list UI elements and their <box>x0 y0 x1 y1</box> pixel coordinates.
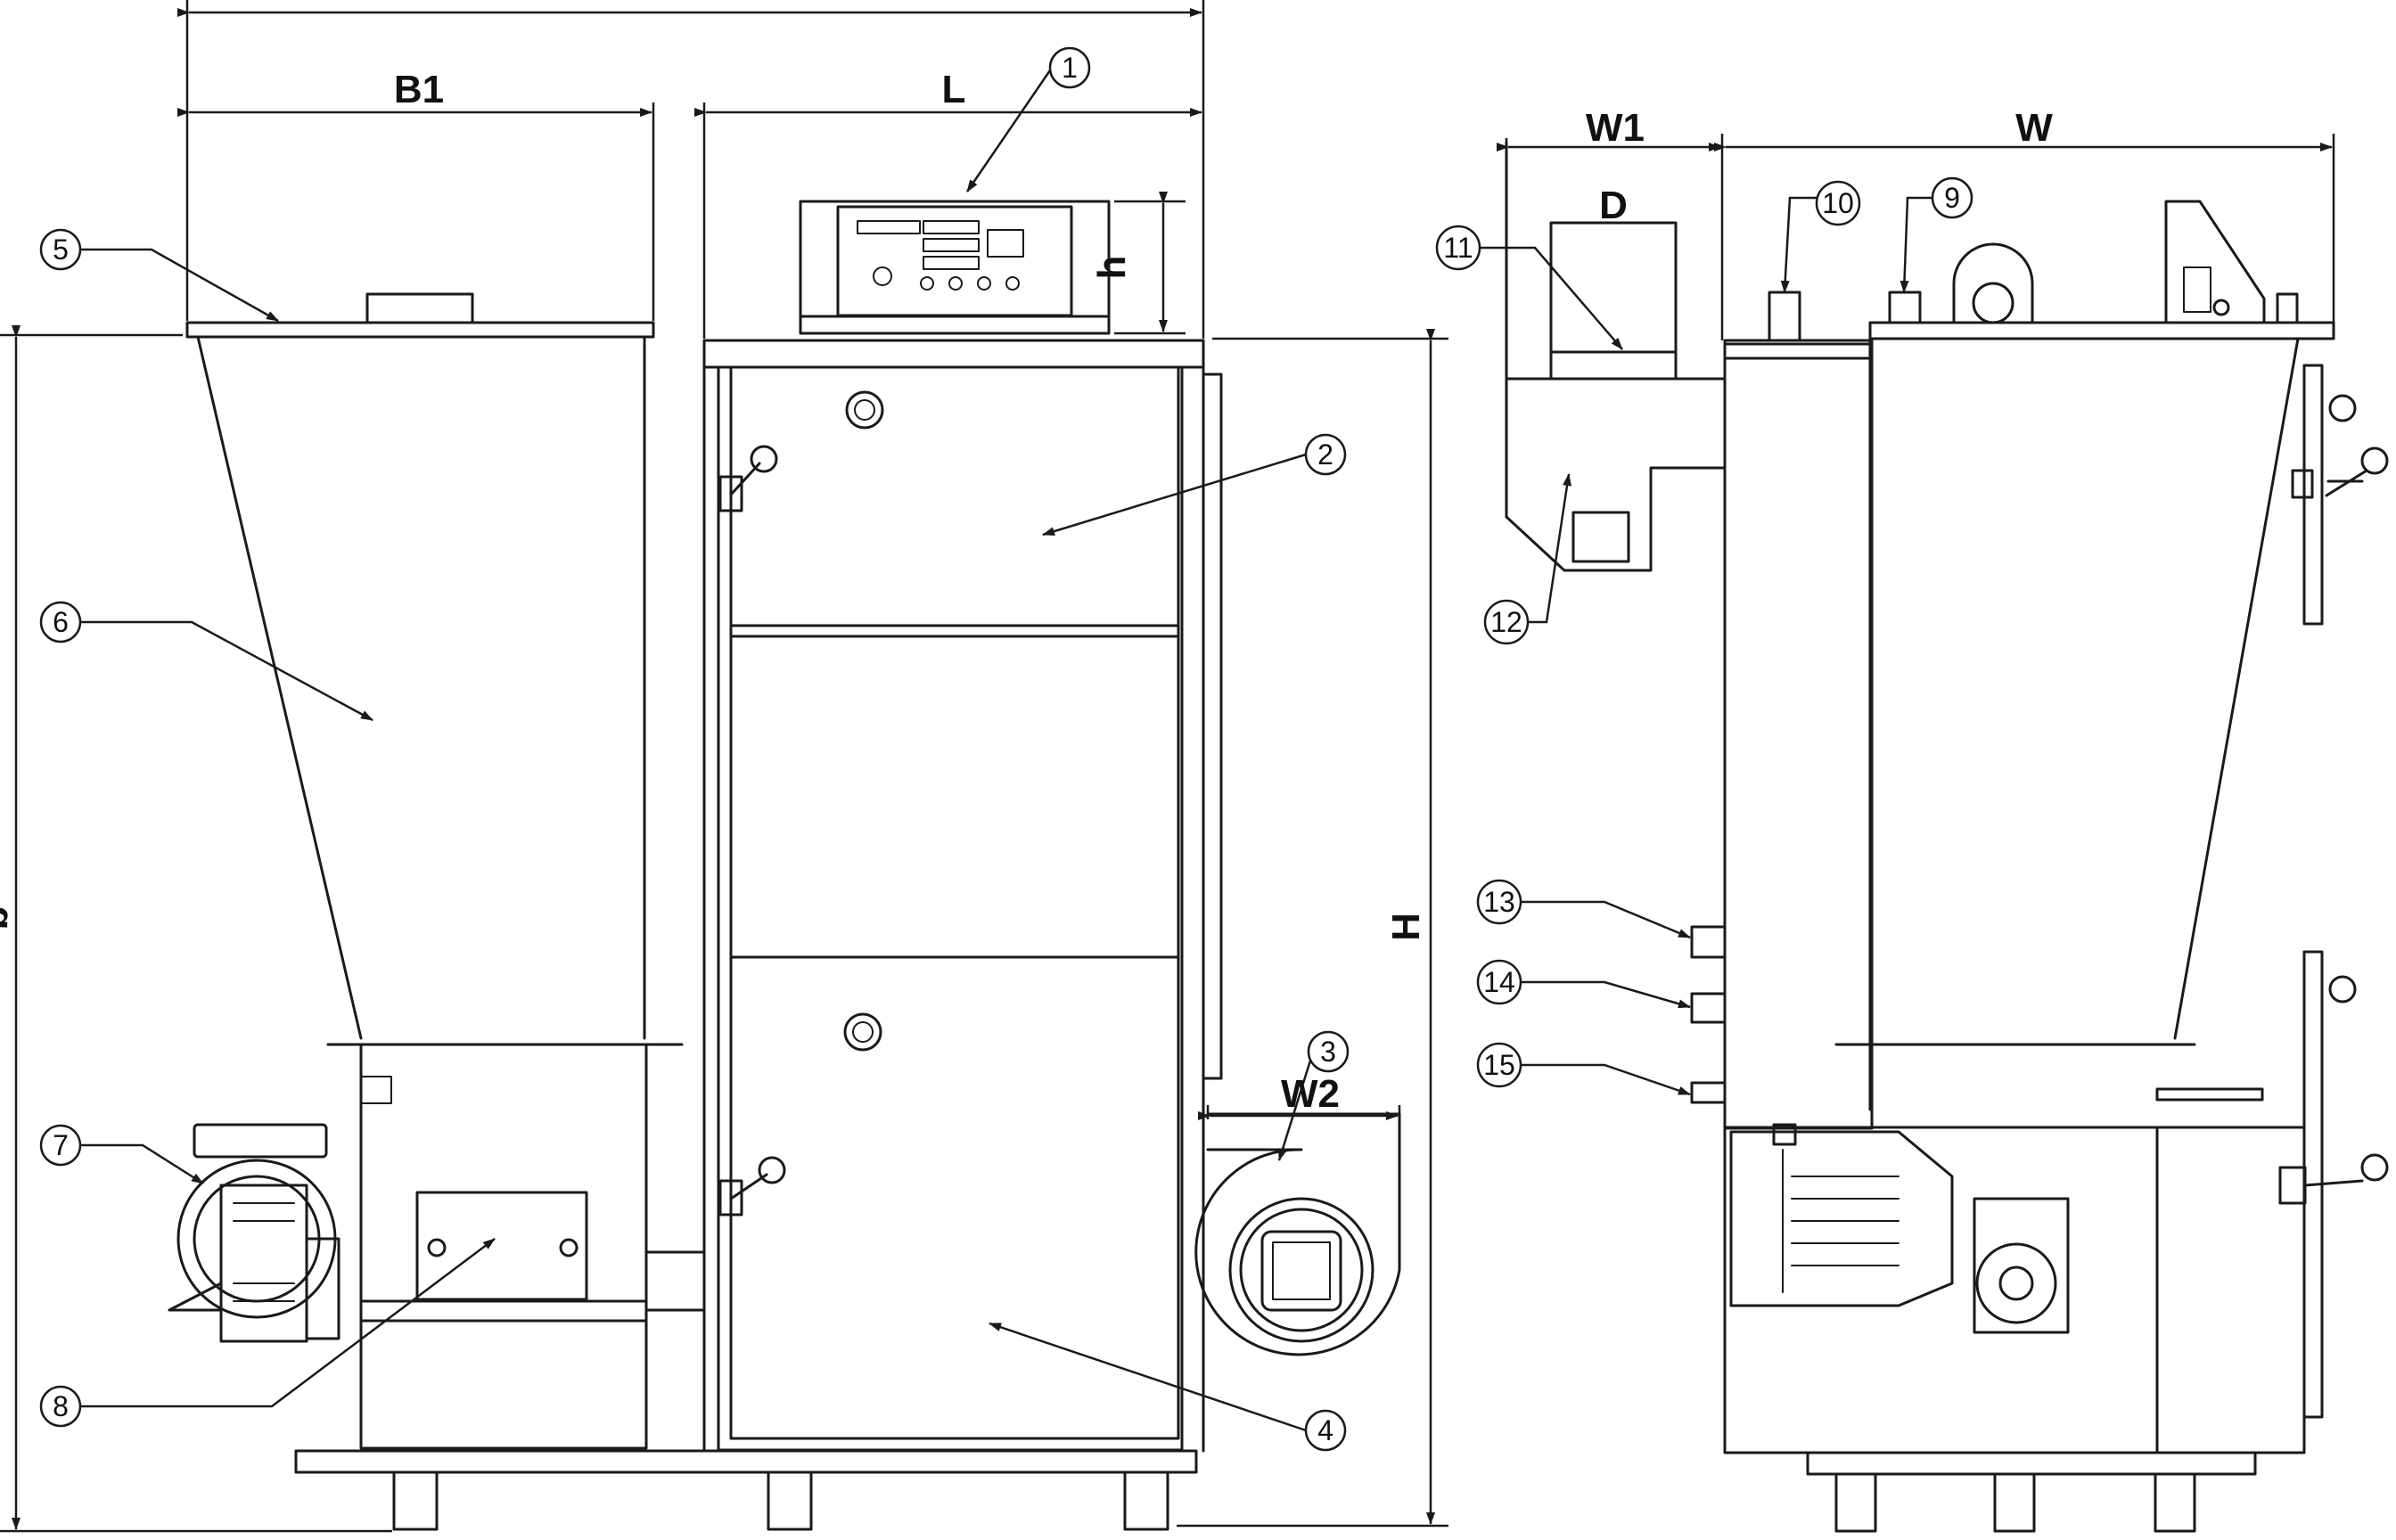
dim-h-large: H <box>1384 913 1428 941</box>
connection-15 <box>1690 1081 1727 1104</box>
fitting-9 <box>1888 291 1922 324</box>
hopper-slope-line <box>196 335 363 1040</box>
upper-door-handle <box>718 445 778 512</box>
callout-13: 13 <box>1483 886 1515 918</box>
callout-8: 8 <box>53 1390 69 1422</box>
callout-5: 5 <box>53 233 69 266</box>
control-panel <box>799 200 1111 335</box>
callout-11: 11 <box>1443 232 1473 264</box>
callout-12: 12 <box>1490 606 1522 638</box>
front-view <box>168 200 1401 1531</box>
callouts: 1 2 3 4 5 6 7 8 9 10 <box>39 46 1973 1452</box>
dim-b-left: b <box>0 906 16 930</box>
callout-15: 15 <box>1483 1049 1515 1081</box>
fan <box>1194 1112 1401 1356</box>
callout-14: 14 <box>1483 966 1515 998</box>
connection-14 <box>1690 992 1727 1024</box>
lid-handle <box>365 292 474 324</box>
fitting-10 <box>1768 291 1801 342</box>
callout-3: 3 <box>1320 1036 1336 1068</box>
side-upper-knob <box>2291 394 2389 499</box>
side-water-jacket <box>1723 339 1874 1130</box>
top-bracket <box>2164 200 2299 324</box>
dim-w1: W1 <box>1586 106 1645 150</box>
callout-10: 10 <box>1822 187 1854 219</box>
inspection-plate <box>415 1191 588 1301</box>
base-frame <box>294 1449 1198 1474</box>
dim-d: D <box>1599 184 1628 227</box>
middle-panel <box>729 635 1180 959</box>
callout-7: 7 <box>53 1129 69 1161</box>
side-view <box>1505 141 2389 1533</box>
lower-door-handle <box>718 1156 786 1216</box>
upper-door-knob <box>845 390 884 430</box>
lower-door <box>729 955 1180 1440</box>
front-dimensions: B1 L h b H W2 <box>0 0 1448 1533</box>
callout-6: 6 <box>53 606 69 638</box>
callout-2: 2 <box>1317 438 1333 471</box>
boiler-front-panel <box>717 365 1184 1452</box>
boiler-top-cover <box>702 339 1205 369</box>
dim-l: L <box>942 68 966 111</box>
feed-motor <box>168 1123 341 1343</box>
callout-4: 4 <box>1317 1414 1333 1446</box>
dim-w2: W2 <box>1281 1072 1340 1116</box>
connection-13 <box>1690 925 1727 959</box>
dim-h-small: h <box>1090 256 1134 280</box>
callout-1: 1 <box>1062 52 1078 84</box>
lower-door-knob <box>843 1012 882 1052</box>
dim-b1: B1 <box>394 68 444 111</box>
side-lower-knob <box>2278 975 2389 1205</box>
lifting-eye <box>1952 242 2034 324</box>
side-dimensions: W1 W D <box>1497 106 2335 340</box>
side-motor <box>1729 1123 2070 1334</box>
dim-w: W <box>2015 106 2053 150</box>
upper-door <box>729 365 1180 627</box>
callout-9: 9 <box>1944 182 1960 214</box>
hopper-lid <box>185 321 655 339</box>
